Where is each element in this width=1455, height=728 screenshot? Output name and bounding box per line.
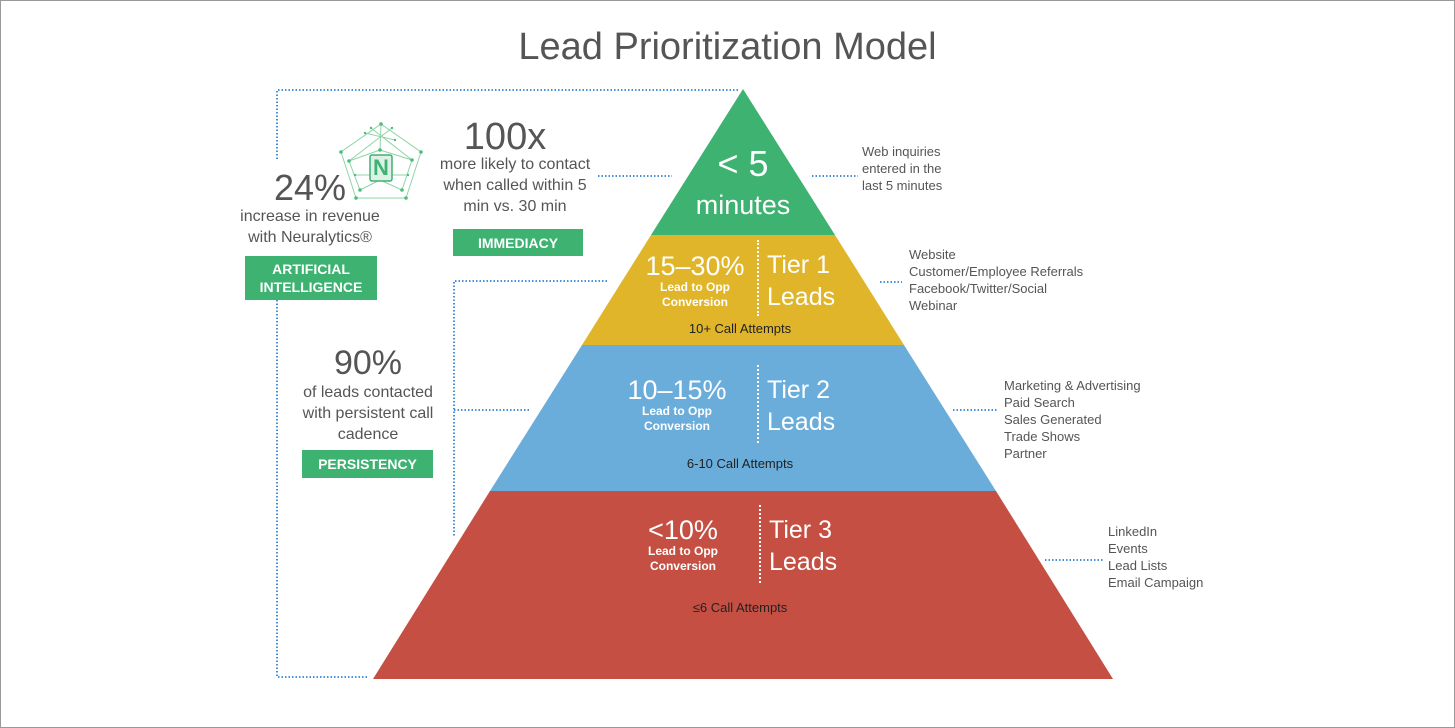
tier1-label-line1: Tier 1	[767, 251, 830, 279]
immediacy-description: more likely to contact when called withi…	[420, 154, 610, 217]
tier1-source-item: Webinar	[909, 298, 958, 313]
tier1-label-line2: Leads	[767, 283, 836, 311]
tier3-source-item: Events	[1108, 541, 1148, 556]
tier2-conversion-label1: Lead to Opp	[642, 404, 712, 418]
tier2-source-item: Marketing & Advertising	[1004, 378, 1141, 393]
tier1-conversion: 15–30% Lead to Opp Conversion	[630, 252, 760, 310]
tier2-sources: Marketing & Advertising Paid Search Sale…	[1004, 377, 1224, 462]
ai-badge-line1: ARTIFICIAL	[272, 261, 350, 277]
apex-unit: minutes	[695, 190, 791, 220]
ai-description-line1: increase in revenue	[240, 208, 380, 225]
immediacy-description-line2: when called within 5	[443, 177, 587, 194]
tier3-label: Tier 3 Leads	[769, 514, 849, 578]
apex-description-line1: Web inquiries	[862, 144, 941, 159]
tier1-divider	[757, 240, 759, 316]
tier1-conversion-value: 15–30%	[645, 251, 745, 281]
tier3-source-item: Email Campaign	[1108, 575, 1204, 590]
tier3-source-item: LinkedIn	[1108, 524, 1158, 539]
tier2-conversion: 10–15% Lead to Opp Conversion	[609, 376, 745, 434]
immediacy-stat: 100x	[463, 116, 547, 158]
pyramid-tier3-segment	[373, 491, 1113, 679]
tier1-attempts: 10+ Call Attempts	[688, 321, 792, 336]
neuralytics-logo-letter: N	[373, 155, 389, 180]
tier3-conversion: <10% Lead to Opp Conversion	[625, 516, 741, 574]
ai-badge: ARTIFICIAL INTELLIGENCE	[245, 256, 377, 300]
tier1-conversion-label1: Lead to Opp	[660, 280, 730, 294]
immediacy-description-line3: min vs. 30 min	[463, 198, 567, 215]
persistency-badge: PERSISTENCY	[302, 450, 433, 478]
tier2-label-line1: Tier 2	[767, 376, 830, 404]
apex-description-line2: entered in the	[862, 161, 942, 176]
tier3-label-line2: Leads	[769, 548, 838, 576]
apex-description: Web inquiries entered in the last 5 minu…	[862, 143, 982, 194]
persistency-description-line2: with persistent call	[302, 405, 434, 422]
persistency-description: of leads contacted with persistent call …	[283, 382, 453, 445]
tier1-conversion-label2: Conversion	[661, 295, 728, 309]
tier3-label-line1: Tier 3	[769, 516, 832, 544]
tier2-source-item: Sales Generated	[1004, 412, 1102, 427]
immediacy-description-line1: more likely to contact	[439, 156, 591, 173]
tier2-source-item: Partner	[1004, 446, 1047, 461]
tier2-source-item: Trade Shows	[1004, 429, 1081, 444]
tier1-source-item: Customer/Employee Referrals	[909, 264, 1084, 279]
tier2-label: Tier 2 Leads	[767, 374, 847, 438]
tier2-conversion-value: 10–15%	[627, 375, 727, 405]
tier1-sources: Website Customer/Employee Referrals Face…	[909, 246, 1129, 314]
tier2-attempts: 6-10 Call Attempts	[686, 456, 794, 471]
apex-description-line3: last 5 minutes	[862, 178, 943, 193]
ai-stat: 24%	[273, 167, 347, 208]
pyramid-tier1-segment	[582, 235, 904, 345]
tier2-conversion-label2: Conversion	[643, 419, 710, 433]
persistency-stat: 90%	[333, 344, 403, 382]
tier2-divider	[757, 365, 759, 443]
tier1-label: Tier 1 Leads	[767, 249, 847, 313]
ai-description: increase in revenue with Neuralytics®	[220, 206, 400, 248]
tier3-source-item: Lead Lists	[1108, 558, 1168, 573]
tier3-divider	[759, 505, 761, 583]
tier3-conversion-label2: Conversion	[649, 559, 716, 573]
immediacy-badge: IMMEDIACY	[453, 229, 583, 256]
page-title: Lead Prioritization Model	[518, 26, 937, 68]
persistency-description-line1: of leads contacted	[303, 384, 433, 401]
tier3-conversion-label1: Lead to Opp	[648, 544, 718, 558]
tier3-sources: LinkedIn Events Lead Lists Email Campaig…	[1108, 523, 1268, 591]
ai-description-line2: with Neuralytics®	[248, 229, 372, 246]
pyramid-apex-segment	[651, 89, 835, 235]
tier1-source-item: Facebook/Twitter/Social	[909, 281, 1048, 296]
pyramid-tier2-segment	[490, 345, 996, 491]
apex-value: < 5	[717, 143, 769, 184]
tier3-attempts: ≤6 Call Attempts	[692, 600, 788, 615]
persistency-description-line3: cadence	[337, 426, 399, 443]
ai-badge-line2: INTELLIGENCE	[259, 279, 363, 295]
tier2-label-line2: Leads	[767, 408, 836, 436]
neural-network-icon	[339, 122, 423, 200]
connector-lines	[276, 89, 1104, 678]
tier1-source-item: Website	[909, 247, 956, 262]
tier3-conversion-value: <10%	[648, 515, 718, 545]
tier2-source-item: Paid Search	[1004, 395, 1075, 410]
